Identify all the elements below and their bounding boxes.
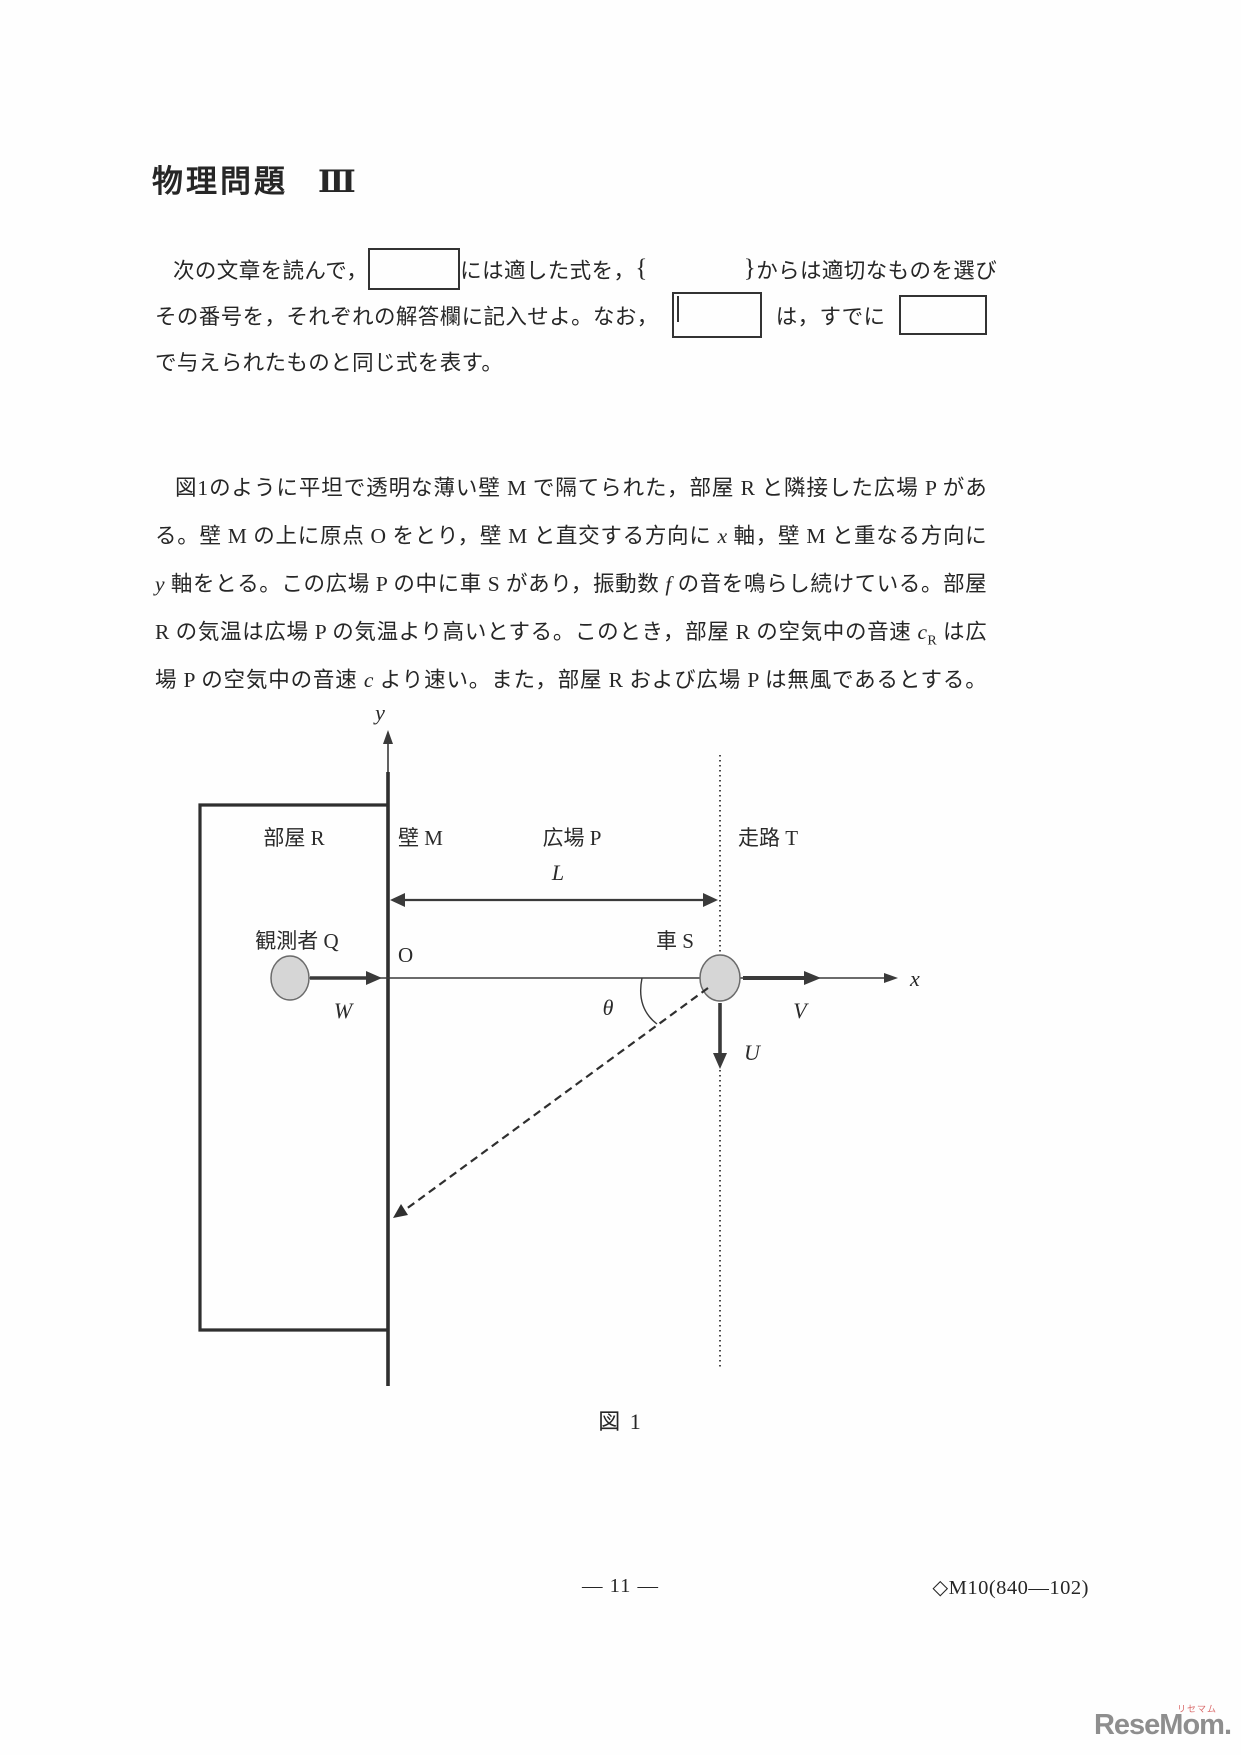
u-label: U — [744, 1040, 762, 1065]
length-arrowhead-right — [703, 893, 718, 907]
figure-1: y 部屋 R 壁 M 広場 P 走路 T L x O 観測者 Q — [160, 700, 950, 1400]
answer-double-box — [672, 292, 763, 338]
watermark-ruby: リセマム — [1176, 1704, 1217, 1714]
instruction-line-1: 次の文章を読んで， には適した式を， { } からは適切なものを選び — [155, 246, 997, 292]
title-text: 物理問題 — [152, 164, 288, 199]
figure-1-drawing: y 部屋 R 壁 M 広場 P 走路 T L x O 観測者 Q — [198, 700, 920, 1386]
brace-open: { — [635, 255, 648, 282]
car-circle — [699, 954, 741, 1002]
instruction-l1-pre: 次の文章を読んで， — [173, 258, 369, 283]
instruction-l1-mid: には適した式を， — [460, 258, 636, 283]
brace-close: } — [743, 255, 757, 282]
paragraph-line-3: y 軸をとる。この広場 P の中に車 S があり，振動数 f の音を鳴らし続けて… — [155, 572, 987, 596]
room-outline — [198, 803, 388, 1332]
paragraph-line-5: 場 P の空気中の音速 c より速い。また，部屋 R および広場 P は無風であ… — [155, 668, 988, 692]
instruction-line-3: で与えられたものと同じ式を表す。 — [155, 338, 987, 384]
instruction-l2-mid: は，すでに — [775, 304, 886, 329]
instruction-l1-post: からは適切なものを選び — [756, 258, 998, 283]
y-axis-label: y — [373, 700, 385, 725]
resemom-watermark: リセマム ReseMom. — [1011, 1700, 1232, 1750]
theta-arc — [639, 977, 658, 1025]
watermark-logo: ReseMom. — [1093, 1709, 1232, 1741]
x-axis-label: x — [909, 966, 920, 991]
v-arrowhead — [804, 971, 821, 985]
instruction-l2-pre: その番号を，それぞれの解答欄に記入せよ。なお， — [155, 304, 659, 329]
paragraph-line-4: R の気温は広場 P の気温より高いとする。このとき，部屋 R の空気中の音速 … — [155, 620, 987, 649]
document-code: ◇M10(840—102) — [932, 1577, 1089, 1599]
observer-circle — [270, 955, 310, 1001]
figure-caption: 図 1 — [598, 1409, 643, 1434]
answer-blank-box — [898, 295, 987, 335]
page-footer: — 11 — ◇M10(840—102) — [0, 1575, 1241, 1607]
plaza-label: 広場 P — [543, 826, 602, 850]
room-label: 部屋 R — [263, 826, 324, 850]
paragraph-line-1: 図1のように平坦で透明な薄い壁 M で隔てられた，部屋 R と隣接した広場 P … — [175, 476, 987, 500]
instruction-line-2: その番号を，それぞれの解答欄に記入せよ。なお， は，すでに — [155, 292, 987, 338]
length-arrowhead-left — [390, 893, 405, 907]
title-numeral: Ⅲ — [318, 164, 359, 199]
w-arrowhead — [366, 971, 382, 985]
theta-label: θ — [603, 995, 614, 1020]
choice-braces: { } — [635, 255, 756, 283]
track-label: 走路 T — [738, 826, 798, 850]
answer-blank-box — [368, 248, 461, 290]
w-label: W — [334, 998, 354, 1023]
sound-ray-arrowhead — [393, 1204, 408, 1218]
u-arrowhead — [713, 1053, 727, 1069]
page-number: — 11 — — [582, 1575, 659, 1597]
paragraph-line-2: る。壁 M の上に原点 O をとり，壁 M と直交する方向に x 軸，壁 M と… — [155, 524, 987, 548]
origin-label: O — [398, 943, 413, 967]
car-label: 車 S — [656, 929, 694, 953]
answer-double-box-inner — [677, 296, 680, 322]
v-label: V — [793, 998, 809, 1023]
instruction-l3-text: で与えられたものと同じ式を表す。 — [155, 350, 504, 375]
wall-label: 壁 M — [398, 826, 443, 850]
sound-ray-dashed-line — [397, 987, 709, 1216]
y-axis-arrowhead — [383, 730, 393, 744]
observer-label: 観測者 Q — [255, 929, 338, 953]
x-axis-arrowhead — [884, 973, 898, 983]
page-title: 物理問題 Ⅲ — [152, 156, 359, 201]
length-label: L — [551, 860, 564, 885]
